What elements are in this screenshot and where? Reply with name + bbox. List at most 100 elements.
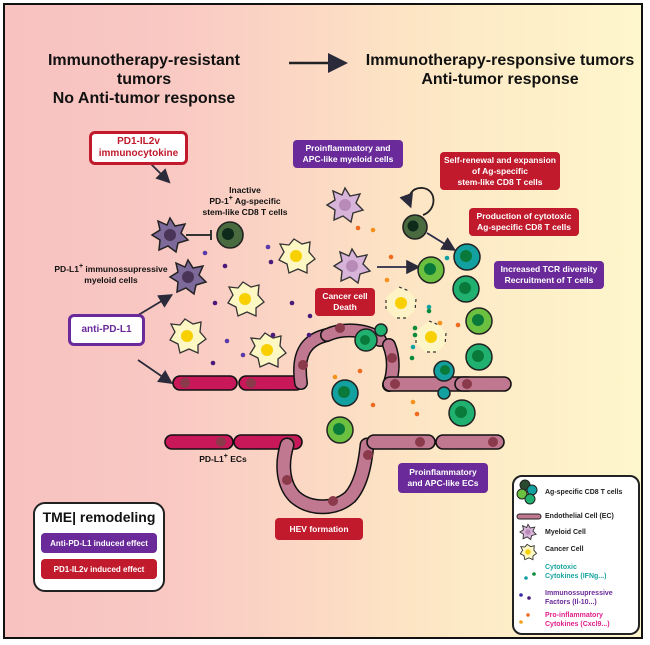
- cytotoxic-cytokine-dots: [409, 255, 450, 361]
- inactive-label-line2: PD-1+ Ag-specific: [185, 195, 305, 207]
- cytotoxic-dots-icon: [524, 572, 536, 580]
- key-label: Anti-PD-L1 induced effect: [50, 538, 148, 548]
- hev-formation-box: HEV formation: [275, 518, 363, 540]
- myeloid-label-line1: PD-L1+ immunossupressive: [41, 263, 181, 275]
- box-line: stem-like CD8 T cells: [457, 176, 543, 187]
- inactive-label-line1: Inactive: [229, 185, 261, 195]
- cancer-cell-icon: [519, 543, 538, 561]
- left-title-line2: No Anti-tumor response: [52, 90, 236, 107]
- extravasating-t-cell: [433, 360, 455, 400]
- cytotoxic-t-cell: [465, 307, 493, 335]
- legend-line: Cytokines (Cxcl9...): [545, 621, 610, 628]
- cancer-cell: [227, 281, 265, 318]
- pdl1-ecs-label: PD-L1+ ECs: [193, 453, 253, 465]
- anti-pdl1-effect-key: Anti-PD-L1 induced effect: [41, 533, 157, 553]
- endothelial-cell-icon: [516, 513, 542, 520]
- legend-line: Pro-inflammatory: [545, 612, 603, 619]
- ag-specific-text: Ag-specific: [232, 196, 281, 206]
- box-line: of Ag-specific: [472, 165, 528, 176]
- anti-pdl1-label: anti-PD-L1: [81, 324, 132, 335]
- plus-sup: +: [78, 263, 84, 271]
- cancer-cell: [278, 238, 316, 275]
- myeloid-cell-suppressive: [168, 258, 208, 296]
- anti-pdl1-to-myeloid-arrow: [134, 294, 174, 318]
- legend-line: Immunossupressive: [545, 590, 613, 597]
- tme-remodeling-legend: TME| remodeling Anti-PD-L1 induced effec…: [33, 502, 165, 592]
- myeloid-label-line2: myeloid cells: [84, 275, 138, 285]
- myeloid-cell-icon: [519, 523, 537, 541]
- box-line: Production of cytotoxic: [476, 211, 572, 221]
- cytotoxic-t-cell: [331, 379, 359, 407]
- box-line: Proinflammatory and: [305, 143, 391, 153]
- right-title-line1: Immunotherapy-responsive tumors: [365, 52, 635, 69]
- box-line: and APC-like ECs: [407, 478, 479, 488]
- pdl1-text: PD-L1: [199, 454, 224, 464]
- box-line: Ag-specific CD8 T cells: [476, 222, 571, 232]
- inactive-t-cell: [216, 221, 244, 249]
- immunosuppressive-dots-icon: [519, 593, 531, 600]
- plus-sup: +: [223, 453, 228, 461]
- vessel-lower: [164, 434, 505, 515]
- immunosuppressive-factor-dots: [202, 244, 313, 366]
- pd1-il2v-line2: immunocytokine: [98, 148, 179, 159]
- proinflammatory-cytokine-dots: [332, 225, 461, 417]
- legend-line: Cytokines (IFNg...): [545, 573, 607, 580]
- legend-ec-label: Endothelial Cell (EC): [545, 513, 614, 520]
- myeloid-cell-proinflammatory: [332, 247, 372, 285]
- legend-cytotoxic-label: Cytotoxic Cytokines (IFNg...): [545, 563, 606, 581]
- stem-like-t-cell: [402, 214, 428, 240]
- extravasating-t-cell: [354, 323, 388, 352]
- immunosuppressive-text: immunossupressive: [83, 264, 168, 274]
- left-title: Immunotherapy-resistant tumors No Anti-t…: [19, 51, 269, 108]
- anti-pdl1-box: anti-PD-L1: [68, 314, 145, 346]
- cytotoxic-t-cell: [453, 243, 481, 271]
- self-renewal-arrow: [399, 187, 435, 216]
- inactive-label-line3: stem-like CD8 T cells: [202, 207, 288, 217]
- suppressive-myeloid-label: PD-L1+ immunossupressive myeloid cells: [41, 263, 181, 286]
- box-line: HEV formation: [289, 523, 349, 534]
- pd1-il2v-effect-key: PD1-IL2v induced effect: [41, 559, 157, 579]
- pd1-il2v-line1: PD1-IL2v: [117, 136, 160, 147]
- dying-cancer-cell: [415, 320, 447, 353]
- legend-proinflammatory-label: Pro-inflammatory Cytokines (Cxcl9...): [545, 611, 610, 629]
- legend-cancer-label: Cancer Cell: [545, 546, 584, 553]
- box-line: Proinflammatory: [409, 467, 477, 477]
- diagram-frame: Immunotherapy-resistant tumors No Anti-t…: [3, 3, 643, 639]
- t-cell-cluster-icon: [516, 479, 538, 505]
- plus-sup: +: [228, 195, 233, 203]
- myeloid-cell-proinflammatory: [325, 186, 365, 224]
- right-title: Immunotherapy-responsive tumors Anti-tum…: [355, 51, 641, 89]
- box-line: Self-renewal and expansion: [444, 154, 556, 165]
- cytotoxic-t-cell: [452, 275, 480, 303]
- proinflammatory-dots-icon: [519, 613, 530, 624]
- tme-legend-title: TME| remodeling: [42, 509, 156, 525]
- legend-line: Cytotoxic: [545, 564, 577, 571]
- inactive-tcell-label: Inactive PD-1+ Ag-specific stem-like CD8…: [185, 185, 305, 218]
- legend-immunosuppressive-label: Immunossupressive Factors (Il-10...): [545, 589, 613, 607]
- cytotoxic-t-cell: [417, 256, 445, 284]
- pd1-text: PD-1: [209, 196, 229, 206]
- dying-cancer-cell: [385, 286, 417, 319]
- pdl1-text: PD-L1: [54, 264, 79, 274]
- ecs-text: ECs: [227, 454, 247, 464]
- expansion-arrow: [426, 232, 457, 251]
- vessel-upper: [172, 323, 512, 392]
- cancer-cell: [169, 318, 207, 355]
- legend-line: Factors (Il-10...): [545, 599, 597, 606]
- box-line: Death: [333, 302, 357, 312]
- legend-icons: [516, 479, 542, 624]
- box-line: Recruitment of T cells: [504, 275, 594, 285]
- inhibition-line: [186, 230, 212, 240]
- box-line: Increased TCR diversity: [500, 264, 598, 274]
- right-title-line2: Anti-tumor response: [421, 71, 579, 88]
- legend-tcell-label: Ag-specific CD8 T cells: [545, 489, 623, 496]
- key-label: PD1-IL2v induced effect: [53, 564, 145, 574]
- cell-type-legend: Ag-specific CD8 T cells Endothelial Cell…: [512, 475, 640, 635]
- tme-diagram: [134, 53, 512, 515]
